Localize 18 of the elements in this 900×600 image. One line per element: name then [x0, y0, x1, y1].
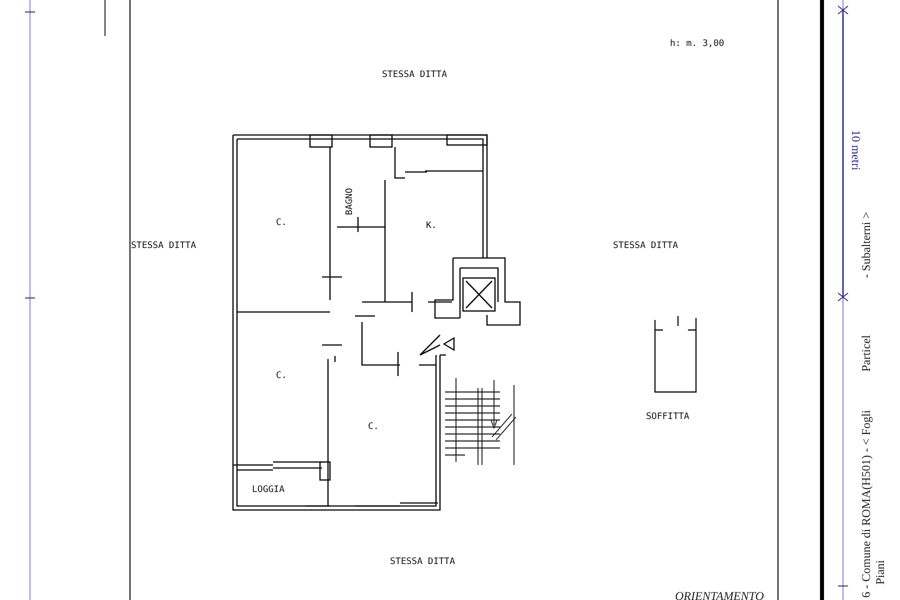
room-label: C.: [276, 372, 287, 381]
room-label: K.: [426, 222, 437, 231]
room-label: SOFFITTA: [646, 413, 690, 422]
area-label: STESSA DITTA: [390, 558, 456, 567]
area-label: STESSA DITTA: [382, 71, 448, 80]
room-label: BAGNO: [346, 188, 355, 216]
orientation-label: ORIENTAMENTO: [675, 590, 764, 600]
height-note: h: m. 3,00: [670, 40, 724, 49]
scale-label: 10 metri: [850, 130, 862, 170]
reference-text: 6 - Comune di ROMA(H501) - < Fogli: [860, 410, 872, 598]
area-label: STESSA DITTA: [613, 242, 678, 251]
room-label: LOGGIA: [252, 486, 285, 495]
room-label: C.: [276, 219, 287, 228]
area-label: STESSA DITTA: [131, 242, 196, 251]
reference-text: Particel: [860, 335, 872, 372]
reference-text: Piani: [874, 560, 886, 585]
reference-text: - Subalterni >: [860, 212, 872, 278]
room-label: C.: [368, 423, 379, 432]
